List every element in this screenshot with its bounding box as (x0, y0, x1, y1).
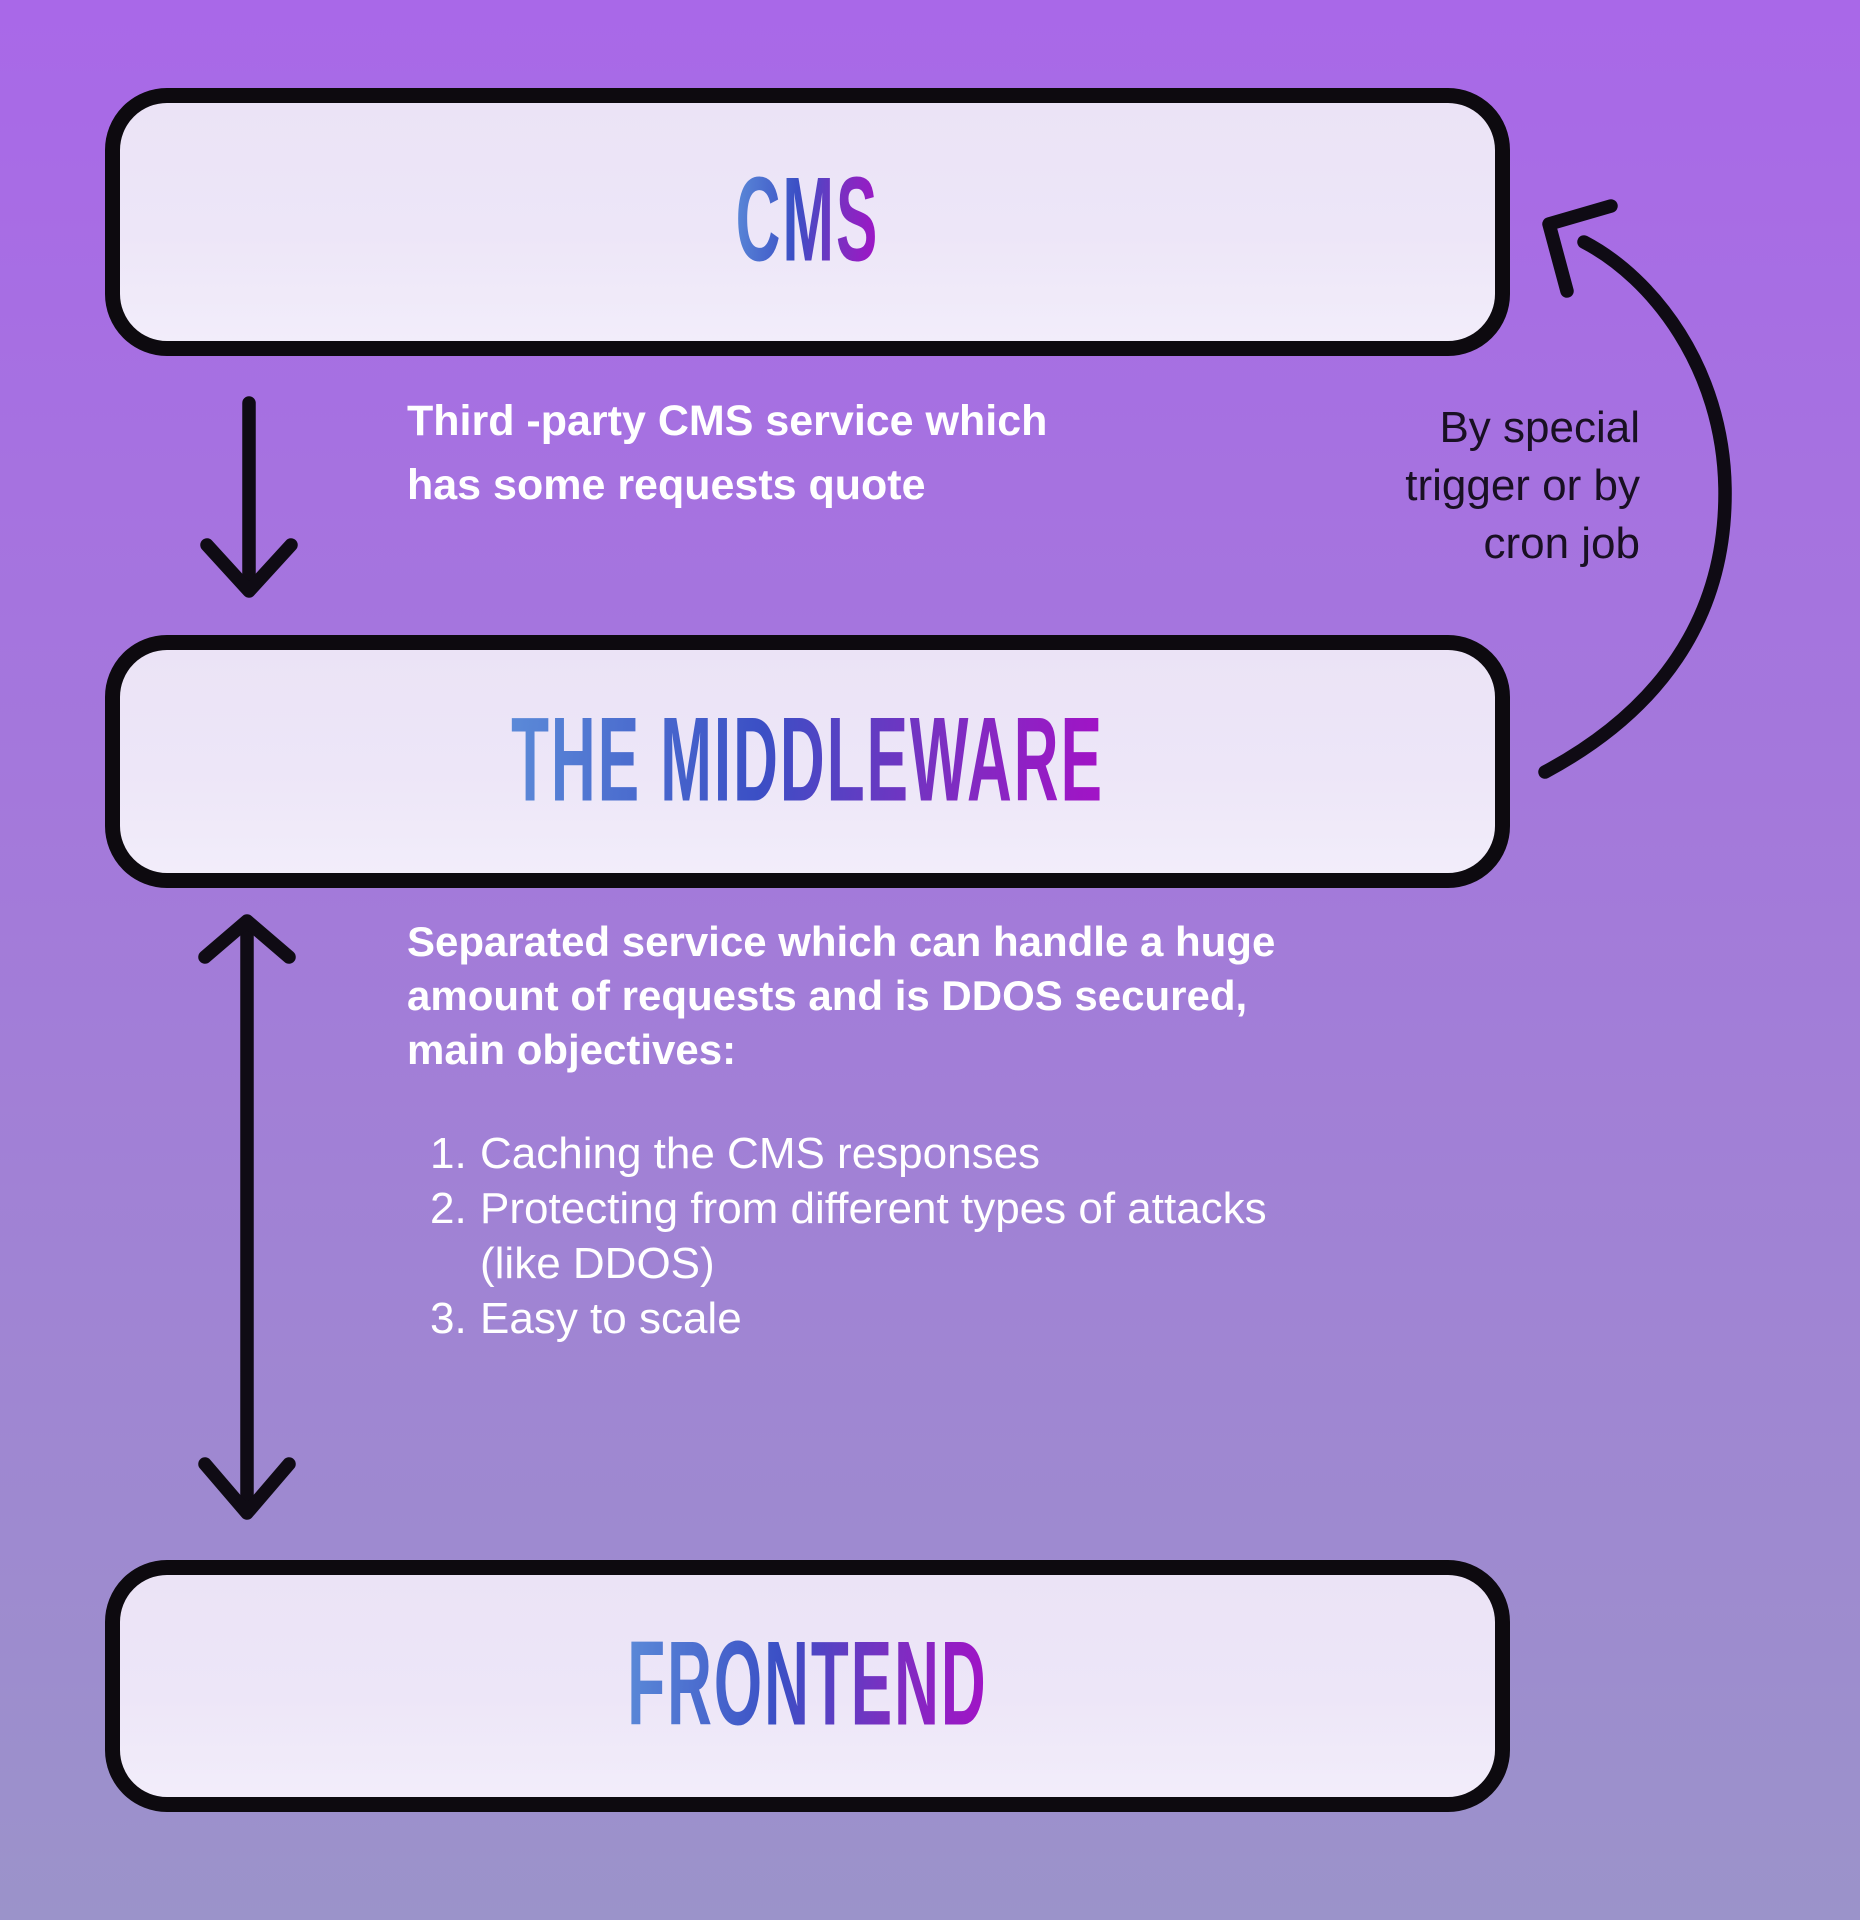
arrow-down-icon (200, 396, 298, 598)
double-arrow-icon (198, 914, 296, 1520)
item-text: Easy to scale (480, 1294, 742, 1343)
item-number: 2. (430, 1184, 467, 1233)
cms-note: Third -party CMS service which has some … (407, 389, 1047, 517)
middleware-note-line: amount of requests and is DDOS secured, (407, 972, 1248, 1019)
middleware-note-line: Separated service which can handle a hug… (407, 918, 1276, 965)
list-item: 2. Protecting from different types of at… (430, 1181, 1267, 1291)
frontend-box: FRONTEND (105, 1560, 1510, 1812)
item-number: 3. (430, 1294, 467, 1343)
cms-box-title: CMS (735, 154, 880, 288)
list-item: 3. Easy to scale (430, 1291, 1267, 1346)
trigger-note-line: trigger or by (1405, 461, 1640, 510)
item-text: Caching the CMS responses (480, 1129, 1041, 1178)
item-text-line: Protecting from different types of attac… (480, 1184, 1267, 1233)
trigger-note: By special trigger or by cron job (1040, 399, 1640, 573)
item-number: 1. (430, 1129, 467, 1178)
item-text: Protecting from different types of attac… (480, 1181, 1267, 1291)
middleware-box: THE MIDDLEWARE (105, 635, 1510, 888)
frontend-box-title: FRONTEND (627, 1618, 988, 1752)
middleware-box-title: THE MIDDLEWARE (511, 693, 1104, 828)
trigger-note-line: cron job (1483, 519, 1640, 568)
item-text-line: (like DDOS) (480, 1239, 715, 1288)
list-item: 1. Caching the CMS responses (430, 1126, 1267, 1181)
cms-note-line: Third -party CMS service which (407, 397, 1048, 445)
cms-note-line: has some requests quote (407, 461, 926, 509)
objectives-list: 1. Caching the CMS responses 2. Protecti… (430, 1126, 1267, 1346)
trigger-note-line: By special (1439, 403, 1640, 452)
middleware-note: Separated service which can handle a hug… (407, 915, 1275, 1077)
middleware-note-line: main objectives: (407, 1026, 737, 1073)
cms-box: CMS (105, 88, 1510, 356)
